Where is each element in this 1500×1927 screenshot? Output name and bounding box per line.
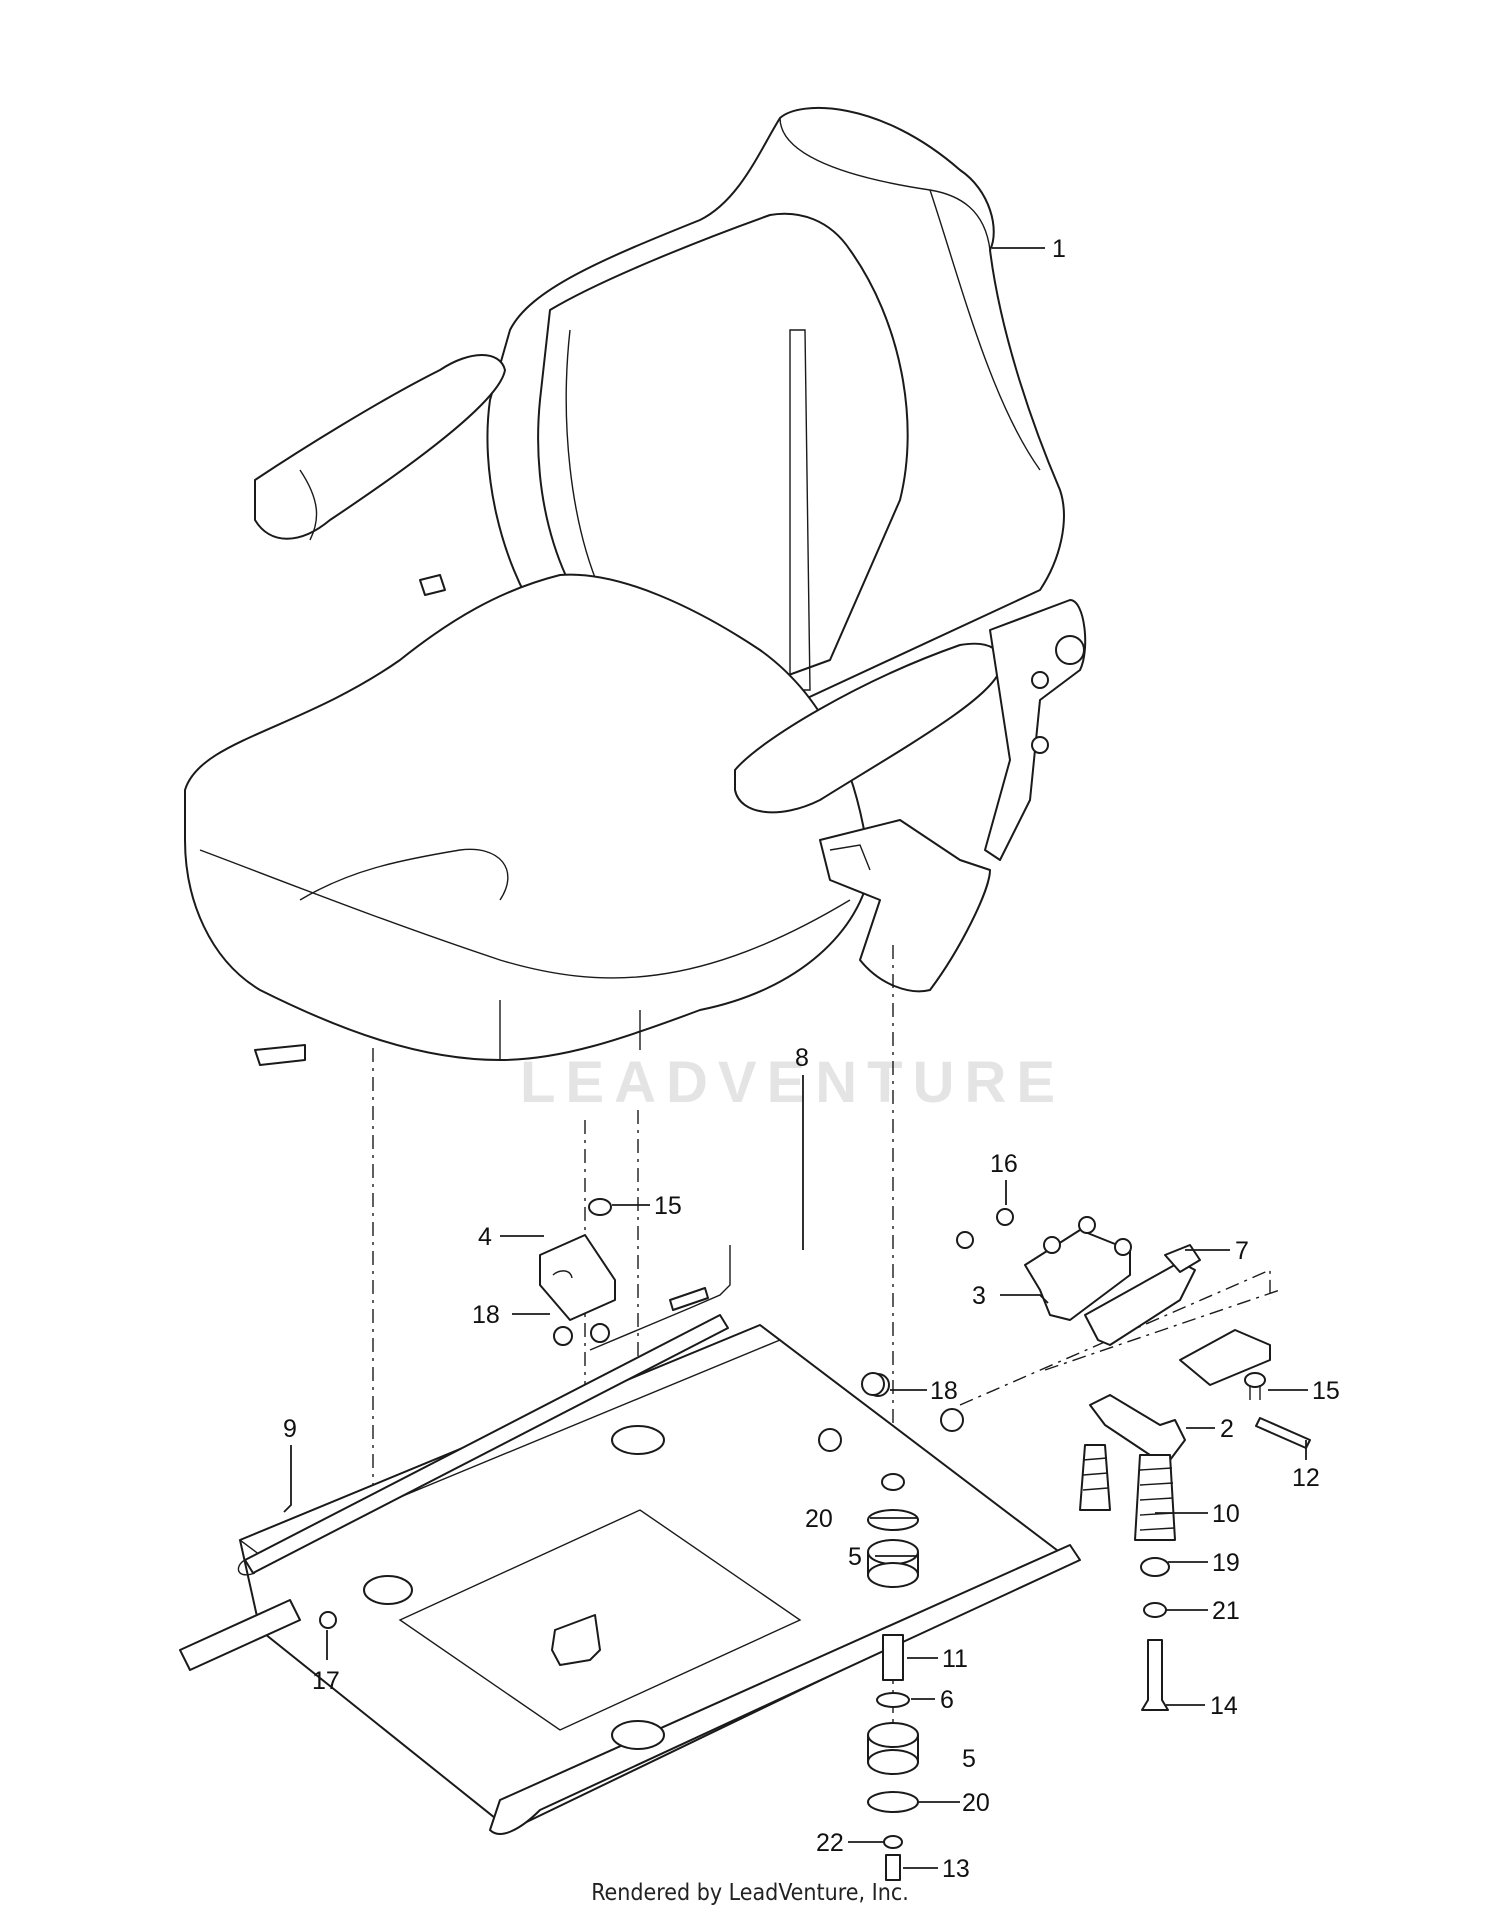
seat-belt-buckle — [819, 819, 991, 993]
footer-credit: Rendered by LeadVenture, Inc. — [591, 1880, 909, 1906]
spring — [1079, 1444, 1176, 1541]
callout-7: 7 — [1235, 1237, 1249, 1265]
left-armrest — [254, 354, 506, 540]
slide-rod — [244, 1314, 729, 1574]
callout-12: 12 — [1292, 1464, 1320, 1492]
seat-back-panel — [537, 212, 909, 701]
seat-pan-rail-left — [179, 1599, 301, 1671]
adjuster-bolt — [1141, 1639, 1169, 1711]
callout-14: 14 — [1210, 1692, 1238, 1720]
callout-20-upper: 20 — [805, 1505, 833, 1533]
callout-2: 2 — [1220, 1415, 1234, 1443]
callout-8: 8 — [795, 1044, 809, 1072]
callout-1: 1 — [1052, 235, 1066, 263]
callout-9: 9 — [283, 1415, 297, 1443]
callout-19: 19 — [1212, 1549, 1240, 1577]
callout-18-right: 18 — [930, 1377, 958, 1405]
callouts: 1 2 3 4 5 5 6 7 8 9 10 11 12 13 14 15 15… — [283, 235, 1340, 1883]
seat-pan-rail-right — [489, 1544, 1081, 1835]
retaining-clip — [319, 1611, 337, 1629]
watermark-text: LEADVENTURE — [520, 1050, 1065, 1115]
callout-22: 22 — [816, 1829, 844, 1857]
callout-13: 13 — [942, 1855, 970, 1883]
callout-15-upper: 15 — [654, 1192, 682, 1220]
seat — [184, 106, 1087, 1066]
latch-bracket-lower — [1179, 1329, 1271, 1386]
callout-11: 11 — [942, 1645, 968, 1673]
callout-10: 10 — [1212, 1500, 1240, 1528]
switch-bracket — [539, 1234, 616, 1321]
callout-20-lower: 20 — [962, 1789, 990, 1817]
seat-pan — [179, 1314, 1081, 1835]
seat-adjust-lever — [254, 1044, 306, 1066]
callout-6: 6 — [940, 1686, 954, 1714]
callout-17: 17 — [312, 1667, 340, 1695]
watermark: LEADVENTURE — [520, 700, 1065, 1115]
callout-21: 21 — [1212, 1597, 1240, 1625]
callout-18-left: 18 — [472, 1301, 500, 1329]
callout-15-right: 15 — [1312, 1377, 1340, 1405]
leader-lines — [283, 247, 1308, 1869]
callout-5-upper: 5 — [848, 1543, 862, 1571]
small-parts — [539, 1198, 1311, 1881]
seat-switch — [551, 1614, 601, 1666]
callout-16: 16 — [990, 1150, 1018, 1178]
callout-4: 4 — [478, 1223, 492, 1251]
height-adjuster — [1089, 1394, 1186, 1461]
callout-5-lower: 5 — [962, 1745, 976, 1773]
callout-3: 3 — [972, 1282, 986, 1310]
